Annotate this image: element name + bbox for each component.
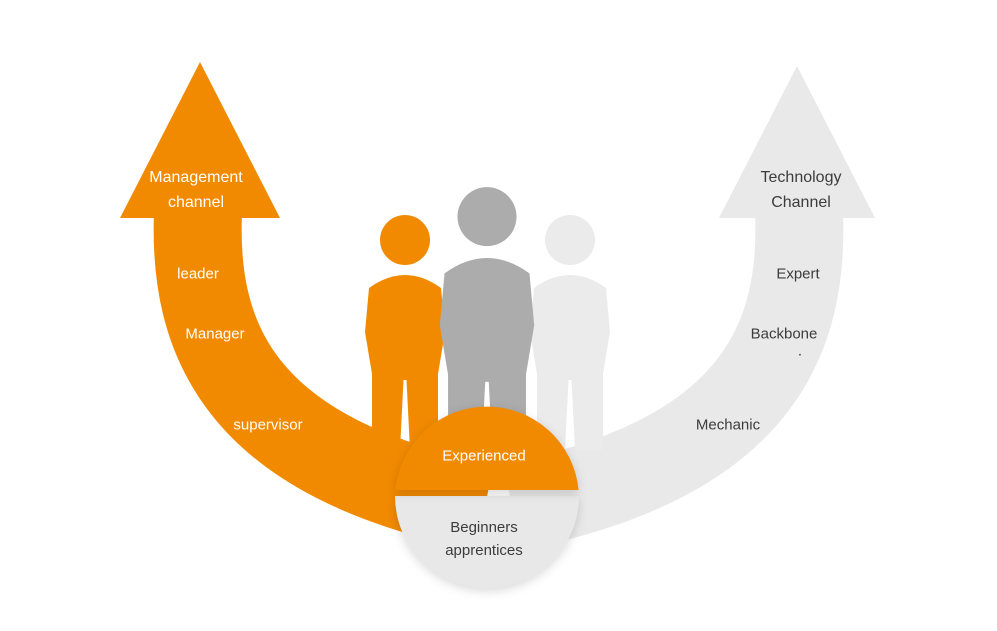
management-arrow-curve	[153, 210, 494, 551]
beginners-semicircle	[395, 496, 579, 588]
experienced-semicircle	[395, 406, 579, 490]
person-right-icon	[530, 215, 610, 450]
technology-arrow-curve	[503, 210, 844, 551]
person-left-icon	[365, 215, 445, 450]
management-arrow-head-icon	[120, 62, 280, 218]
technology-arrow-head-icon	[719, 66, 875, 218]
